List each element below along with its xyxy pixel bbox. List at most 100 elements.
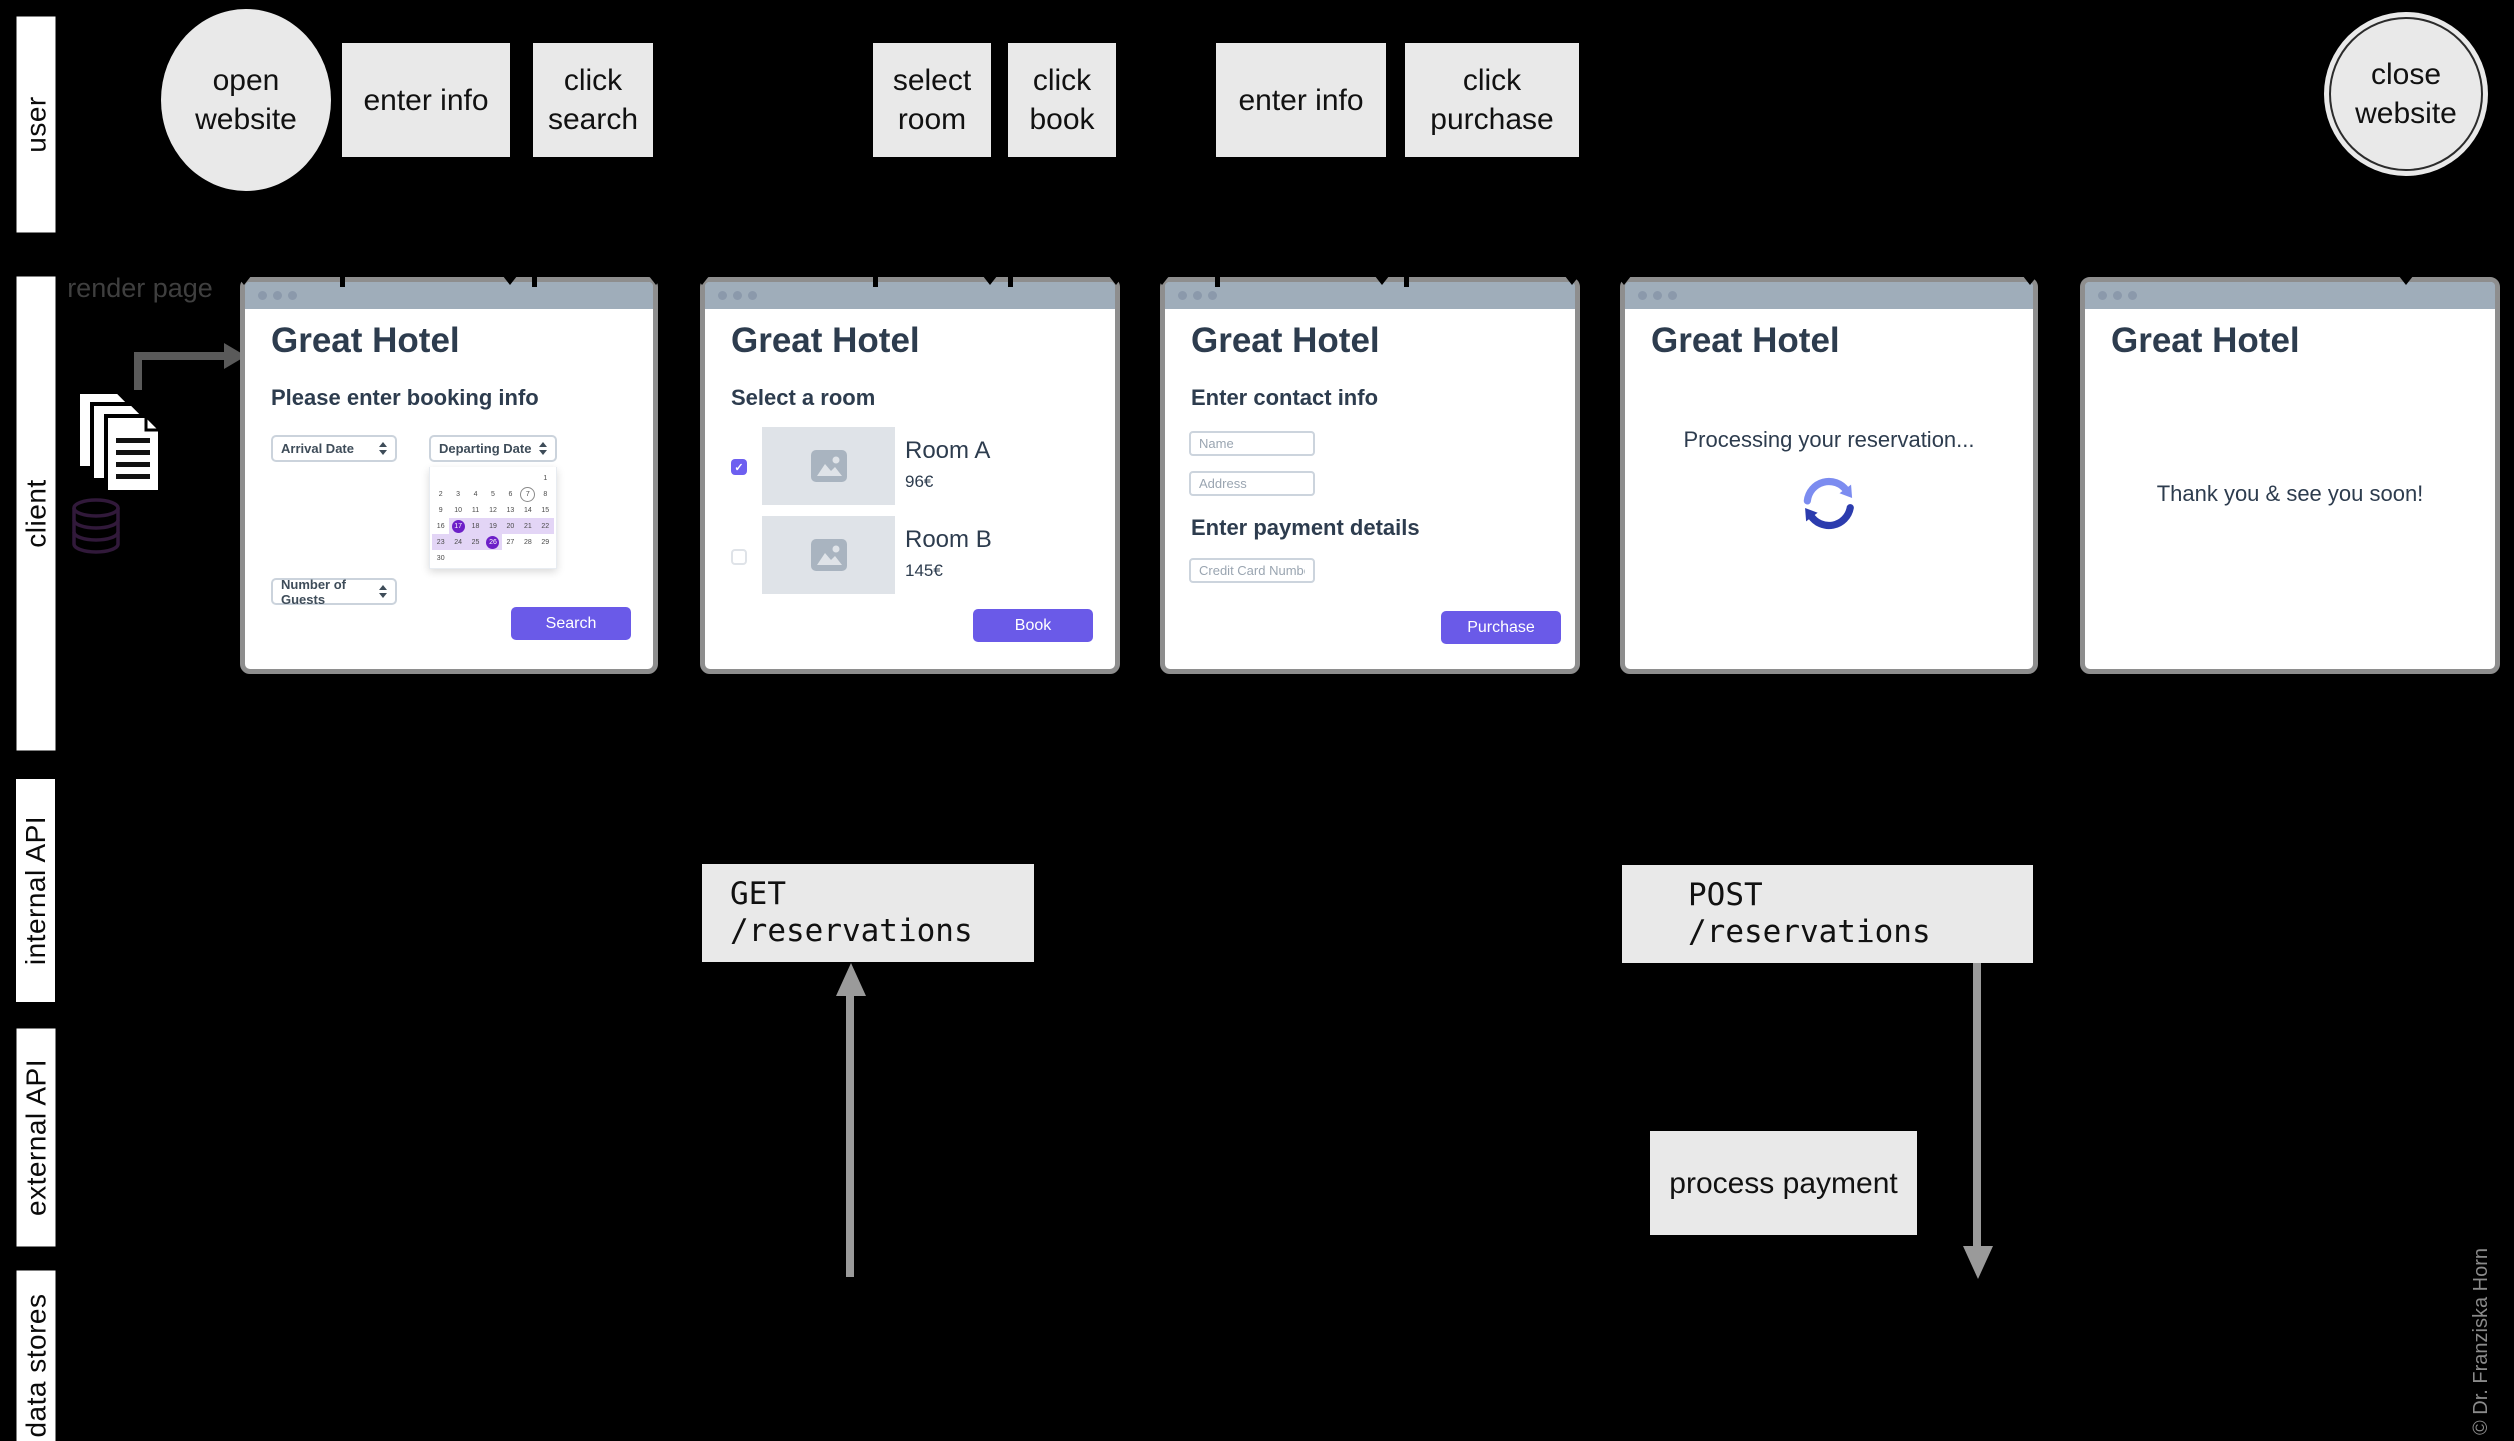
calendar-day-cell[interactable]: 14 (519, 502, 536, 518)
room-image-placeholder (762, 516, 895, 594)
calendar-day-cell[interactable]: 10 (449, 502, 466, 518)
browser-window-thankyou: Great Hotel Thank you & see you soon! (2080, 277, 2500, 674)
browser-titlebar (2085, 282, 2495, 309)
calendar-day-number: 18 (471, 522, 480, 530)
browser-titlebar (1625, 282, 2033, 309)
calendar-day-cell[interactable]: 17 (449, 518, 467, 534)
calendar-day-cell[interactable]: 3 (449, 486, 466, 502)
calendar-day-cell[interactable]: 15 (537, 502, 554, 518)
browser-window-processing: Great Hotel Processing your reservation.… (1620, 277, 2038, 674)
calendar-day-number: 25 (471, 538, 480, 546)
departing-date-select[interactable]: Departing Date (429, 435, 557, 462)
calendar-day-number: 13 (506, 506, 515, 514)
room-name: Room B (905, 526, 992, 553)
calendar-day-number: 5 (491, 490, 495, 498)
calendar-day-number: 16 (436, 522, 445, 530)
calendar-day-cell[interactable]: 22 (536, 518, 554, 534)
window-dot-icon (1208, 291, 1217, 300)
calendar-day-cell[interactable]: 11 (467, 502, 484, 518)
window-dot-icon (1178, 291, 1187, 300)
calendar-empty-cell (484, 470, 501, 486)
calendar-day-cell[interactable]: 24 (449, 534, 467, 550)
purchase-button[interactable]: Purchase (1441, 611, 1561, 644)
action-click-book: click book (1008, 43, 1116, 157)
post-arrowhead-icon (1963, 1246, 1993, 1279)
processing-message: Processing your reservation... (1683, 427, 1975, 452)
lane-label-client: client (16, 276, 55, 750)
calendar-day-number: 26 (486, 535, 500, 549)
window-dot-icon (2098, 291, 2107, 300)
calendar-day-cell[interactable]: 19 (484, 518, 502, 534)
calendar-day-cell[interactable]: 12 (484, 502, 501, 518)
calendar-day-cell[interactable]: 23 (432, 534, 450, 550)
address-input[interactable] (1189, 471, 1315, 496)
spinner-icon (1803, 477, 1854, 530)
get-reservations-box: GET /reservations (702, 864, 1034, 962)
calendar-day-number: 29 (541, 538, 550, 546)
calendar-empty-cell (432, 470, 449, 486)
window-dot-icon (1668, 291, 1677, 300)
connector-arrowhead-icon (1105, 271, 1127, 285)
picture-icon (810, 450, 847, 482)
book-button[interactable]: Book (973, 609, 1093, 642)
calendar-day-cell[interactable]: 26 (484, 534, 502, 550)
connector-arrowhead-icon (2395, 271, 2417, 285)
calendar-day-cell[interactable]: 4 (467, 486, 484, 502)
window-dot-icon (2128, 291, 2137, 300)
action-enter-info-2: enter info (1216, 43, 1386, 157)
calendar-day-number: 20 (506, 522, 515, 530)
calendar-day-cell[interactable]: 7 (519, 486, 536, 502)
name-input[interactable] (1189, 431, 1315, 456)
connector-arrowhead-icon (1613, 271, 1635, 285)
calendar-day-cell[interactable]: 29 (537, 534, 554, 550)
room-checkbox[interactable] (731, 459, 747, 475)
departing-date-label: Departing Date (439, 441, 532, 456)
calendar-day-cell[interactable]: 27 (502, 534, 519, 550)
calendar-empty-cell (502, 470, 519, 486)
render-page-arrow-line (134, 352, 226, 360)
calendar-day-cell[interactable]: 16 (432, 518, 449, 534)
calendar-day-number: 14 (523, 506, 532, 514)
window-dot-icon (1638, 291, 1647, 300)
calendar-day-cell[interactable]: 5 (484, 486, 501, 502)
lane-label-user: user (16, 16, 55, 232)
number-of-guests-select[interactable]: Number of Guests (271, 577, 397, 607)
window-dot-icon (288, 291, 297, 300)
copyright-text: © Dr. Franziska Horn (2470, 1247, 2492, 1435)
action-enter-info-1: enter info (342, 43, 510, 157)
room-checkbox[interactable] (731, 549, 747, 565)
calendar-day-cell[interactable]: 18 (466, 518, 485, 534)
page-title: Great Hotel (731, 321, 920, 360)
post-reservations-box: POST /reservations (1622, 865, 2033, 963)
connector-arrowhead-icon (645, 271, 667, 285)
calendar-day-cell[interactable]: 6 (502, 486, 519, 502)
page-title: Great Hotel (1191, 321, 1380, 360)
calendar-day-cell[interactable]: 20 (501, 518, 520, 534)
calendar-day-cell[interactable]: 2 (432, 486, 449, 502)
calendar-day-cell[interactable]: 28 (519, 534, 536, 550)
calendar-day-cell[interactable]: 25 (466, 534, 485, 550)
browser-window-booking: Great Hotel Please enter booking info Ar… (240, 277, 658, 674)
calendar-day-number: 10 (454, 506, 463, 514)
calendar-day-number: 27 (506, 538, 515, 546)
booking-heading: Please enter booking info (271, 385, 539, 410)
calendar-day-number: 1 (543, 474, 548, 482)
connector-line-end (1215, 269, 1220, 287)
credit-card-input[interactable] (1189, 558, 1315, 583)
browser-window-rooms: Great Hotel Select a room Room A 96€ (700, 277, 1120, 674)
window-dot-icon (2113, 291, 2122, 300)
calendar-day-cell[interactable]: 8 (537, 486, 554, 502)
calendar-day-cell[interactable]: 9 (432, 502, 449, 518)
calendar-day-cell[interactable]: 1 (537, 470, 554, 486)
calendar-day-cell[interactable]: 13 (502, 502, 519, 518)
connector-line-end (1404, 269, 1409, 287)
arrival-date-select[interactable]: Arrival Date (271, 435, 397, 462)
calendar-day-number: 30 (436, 554, 445, 562)
browser-window-payment: Great Hotel Enter contact info Enter pay… (1160, 277, 1580, 674)
calendar-day-cell[interactable]: 21 (519, 518, 537, 534)
search-button[interactable]: Search (511, 607, 631, 640)
calendar-day-cell[interactable]: 30 (432, 550, 449, 566)
browser-titlebar (245, 282, 653, 309)
action-click-purchase: click purchase (1405, 43, 1579, 157)
